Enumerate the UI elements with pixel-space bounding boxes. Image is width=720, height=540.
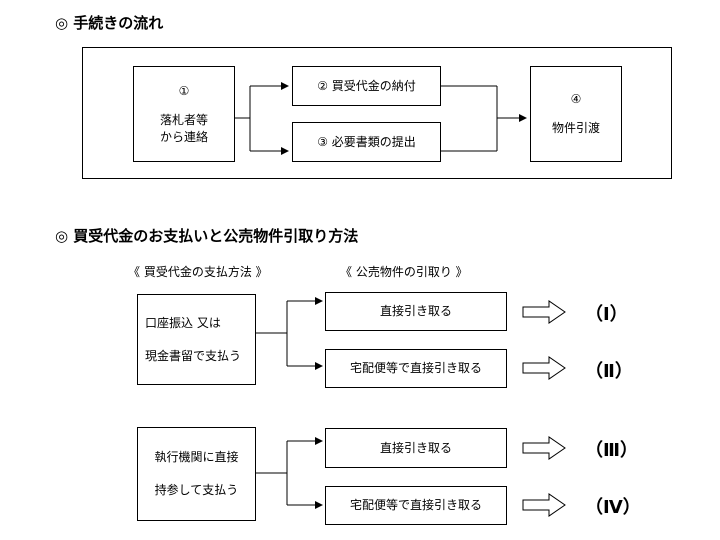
result-2-label: （Ⅱ） xyxy=(585,361,633,382)
payment-option-transfer: 口座振込 又は 現金書留で支払う xyxy=(137,294,256,385)
step1-box: ① 落札者等 から連絡 xyxy=(133,66,235,162)
step2-label: ② 買受代金の納付 xyxy=(317,78,416,93)
pickup-direct-label-1: 直接引き取る xyxy=(379,304,452,318)
step4-label: 物件引渡 xyxy=(551,121,600,135)
pickup-delivery-box-2: 宅配便等で直接引き取る xyxy=(325,486,507,525)
pickup-direct-label-2: 直接引き取る xyxy=(379,440,452,455)
payment-option-transfer-line1: 口座振込 又は xyxy=(145,315,221,330)
pickup-delivery-box-1: 宅配便等で直接引き取る xyxy=(325,349,507,388)
payment-option-transfer-line2: 現金書留で支払う xyxy=(145,348,242,363)
payment-option-in-person: 執行機関に直接 持参して支払う xyxy=(137,427,256,521)
payment-method-header: 《 買受代金の支払方法 》 xyxy=(128,265,268,279)
flow-frame xyxy=(82,47,672,179)
result-1-label: （Ⅰ） xyxy=(585,304,628,325)
pickup-method-header: 《 公売物件の引取り 》 xyxy=(340,265,468,279)
step2-box: ② 買受代金の納付 xyxy=(292,66,441,106)
section1-title: ◎ 手続きの流れ xyxy=(55,14,164,32)
pickup-direct-box-2: 直接引き取る xyxy=(325,428,507,468)
step1-line1: 落札者等 xyxy=(159,112,208,127)
step4-box: ④ 物件引渡 xyxy=(530,66,622,162)
step1-line2: から連絡 xyxy=(159,129,208,144)
payment-option-in-person-line1: 執行機関に直接 xyxy=(154,450,239,464)
payment-option-in-person-line2: 持参して支払う xyxy=(154,483,239,497)
step1-number: ① xyxy=(178,83,190,98)
pickup-delivery-label-1: 宅配便等で直接引き取る xyxy=(349,361,482,375)
pickup-delivery-label-2: 宅配便等で直接引き取る xyxy=(349,498,482,512)
step3-box: ③ 必要書類の提出 xyxy=(292,122,441,162)
result-3-label: （Ⅲ） xyxy=(585,440,639,461)
section2-title: ◎ 買受代金のお支払いと公売物件引取り方法 xyxy=(55,227,359,245)
result-4-label: （Ⅳ） xyxy=(585,497,641,518)
pickup-direct-box-1: 直接引き取る xyxy=(325,292,507,331)
step3-label: ③ 必要書類の提出 xyxy=(317,134,416,149)
step4-number: ④ xyxy=(570,92,582,106)
